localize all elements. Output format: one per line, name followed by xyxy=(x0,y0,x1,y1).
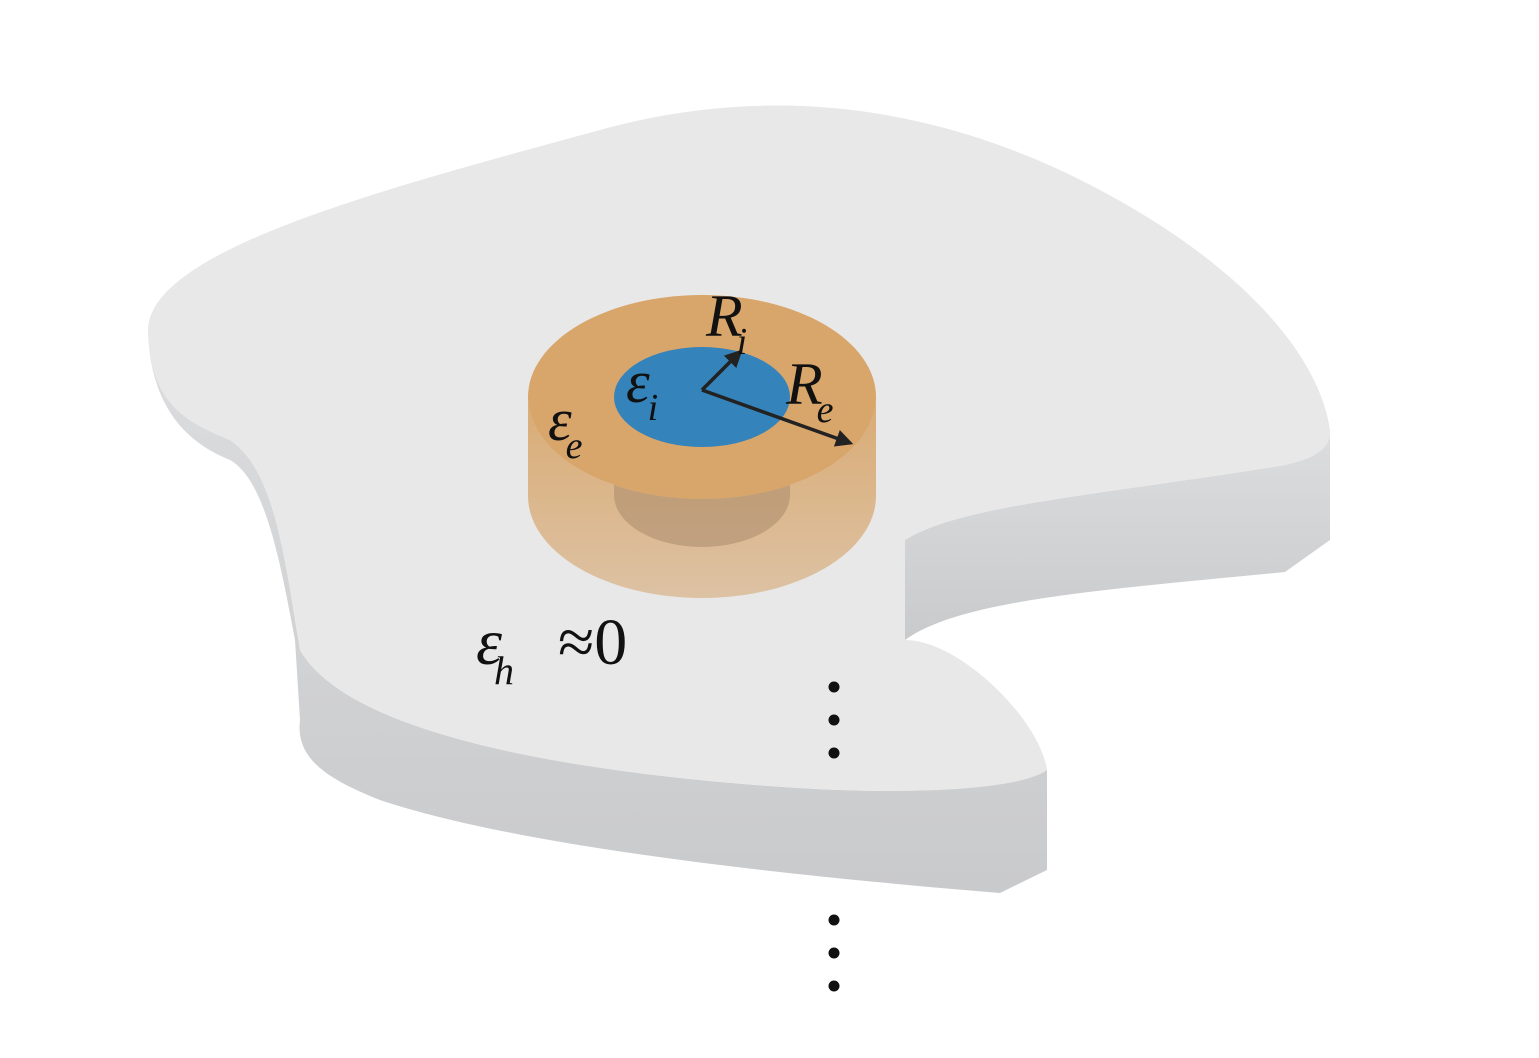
dot xyxy=(828,914,840,926)
dot xyxy=(828,747,840,759)
core-top xyxy=(614,347,790,447)
r-e-arrow xyxy=(701,388,854,447)
eps-h-label: εh xyxy=(476,606,514,693)
dot xyxy=(828,681,840,693)
r-i-label: Ri xyxy=(705,283,747,363)
dot xyxy=(828,980,840,992)
ellipsis-dots-upper xyxy=(828,681,840,759)
slab-side-left xyxy=(148,330,1047,893)
ellipsis-dots-lower xyxy=(828,914,840,992)
eps-e-label: εe xyxy=(548,387,583,467)
eps-h-relation: ≈0 xyxy=(558,606,627,679)
r-e-label: Re xyxy=(785,351,834,431)
eps-i-label: εi xyxy=(626,349,658,429)
slab-side-right xyxy=(905,430,1330,640)
r-i-arrow xyxy=(700,349,743,392)
dot xyxy=(828,714,840,726)
dot xyxy=(828,947,840,959)
shell-side xyxy=(528,397,876,598)
